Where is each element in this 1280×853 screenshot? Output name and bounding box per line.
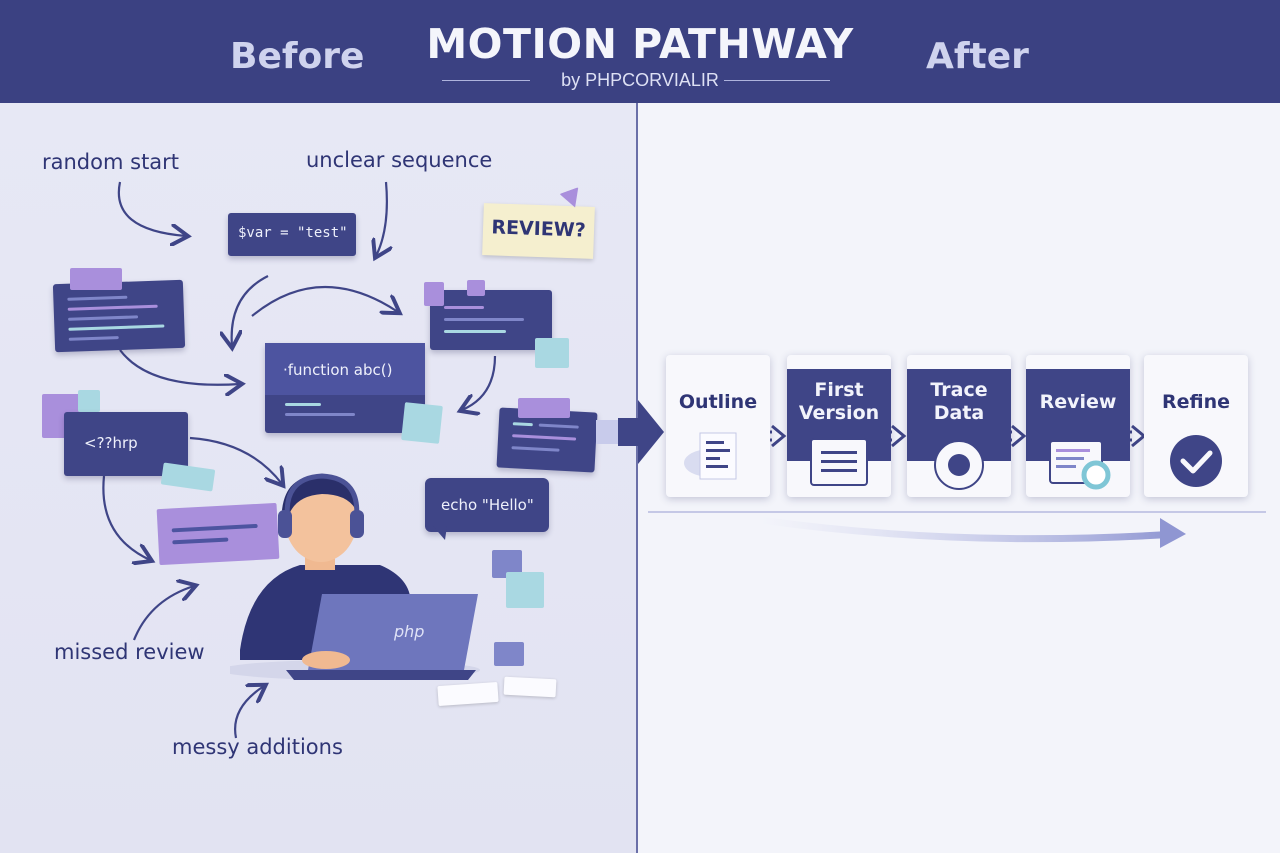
panel-divider (636, 103, 638, 853)
outline-document-icon (684, 432, 737, 480)
purple-tab-a (424, 282, 444, 306)
mint-note-left (78, 390, 100, 412)
step-review: Review (1026, 355, 1130, 497)
progress-arrow (756, 516, 1180, 543)
function-code-card: ·function abc() (265, 343, 425, 433)
mint-note-a (535, 338, 569, 368)
transition-arrow-tail (596, 420, 618, 444)
annotation-random-start: random start (42, 150, 180, 174)
target-circle-icon (934, 440, 984, 490)
tab-note-left (70, 268, 122, 290)
echo-code-text: echo "Hello" (441, 496, 534, 514)
document-lines-icon (810, 438, 868, 486)
page-subtitle: by PHPCORVIALIR (561, 70, 719, 90)
echo-code-bubble: echo "Hello" (425, 478, 549, 532)
step-review-label: Review (1039, 391, 1117, 413)
function-code-text: ·function abc() (283, 361, 393, 379)
step-outline-label: Outline (678, 391, 758, 413)
title-rule-right (724, 80, 830, 81)
annotation-missed-review: missed review (54, 640, 205, 664)
annotation-unclear-sequence: unclear sequence (306, 148, 493, 172)
step-refine: Refine (1144, 355, 1248, 497)
purple-tab-b (467, 280, 485, 296)
step-first-version-label: First Version (798, 379, 880, 424)
arrow-right-down (462, 355, 497, 410)
blue-note-b (494, 642, 524, 666)
arrow-card-to-function (119, 349, 240, 385)
review-magnify-icon (1049, 440, 1111, 490)
echo-bubble-tail (433, 526, 447, 540)
after-heading: After (926, 36, 1029, 77)
broken-tag-text: <??hrp (84, 434, 138, 452)
step-refine-label: Refine (1161, 391, 1230, 413)
before-heading: Before (230, 36, 365, 77)
arrow-loop-top (251, 285, 398, 317)
arrow-random-start (117, 181, 186, 236)
step-trace-data: Trace Data (907, 355, 1011, 497)
arrow-messy-additions (234, 686, 264, 739)
transition-arrow (618, 400, 664, 464)
laptop-php-label: php (394, 622, 425, 641)
header-bar: Before MOTION PATHWAY by PHPCORVIALIR Af… (0, 0, 1280, 103)
step-outline: Outline (666, 355, 770, 497)
laptop-illustration (286, 594, 478, 680)
var-code-card: $var = "test" (228, 213, 356, 256)
arrow-to-person (189, 436, 282, 484)
code-card-top-right (430, 290, 552, 350)
checkmark-badge-icon (1170, 435, 1222, 487)
arrow-missed-review (132, 586, 194, 641)
mint-note-c (506, 572, 544, 608)
arrow-loop-left (232, 275, 269, 346)
arrow-down-left (102, 475, 150, 560)
annotation-messy-additions: messy additions (172, 735, 343, 759)
arrow-unclear-sequence (376, 181, 387, 256)
tab-note-mid-right (518, 398, 570, 418)
page-title: MOTION PATHWAY (426, 20, 854, 68)
title-rule-left (442, 80, 530, 81)
step-first-version: First Version (787, 355, 891, 497)
var-code-text: $var = "test" (238, 225, 348, 241)
progress-arrow-head (1160, 518, 1186, 548)
step-trace-data-label: Trace Data (930, 379, 988, 424)
